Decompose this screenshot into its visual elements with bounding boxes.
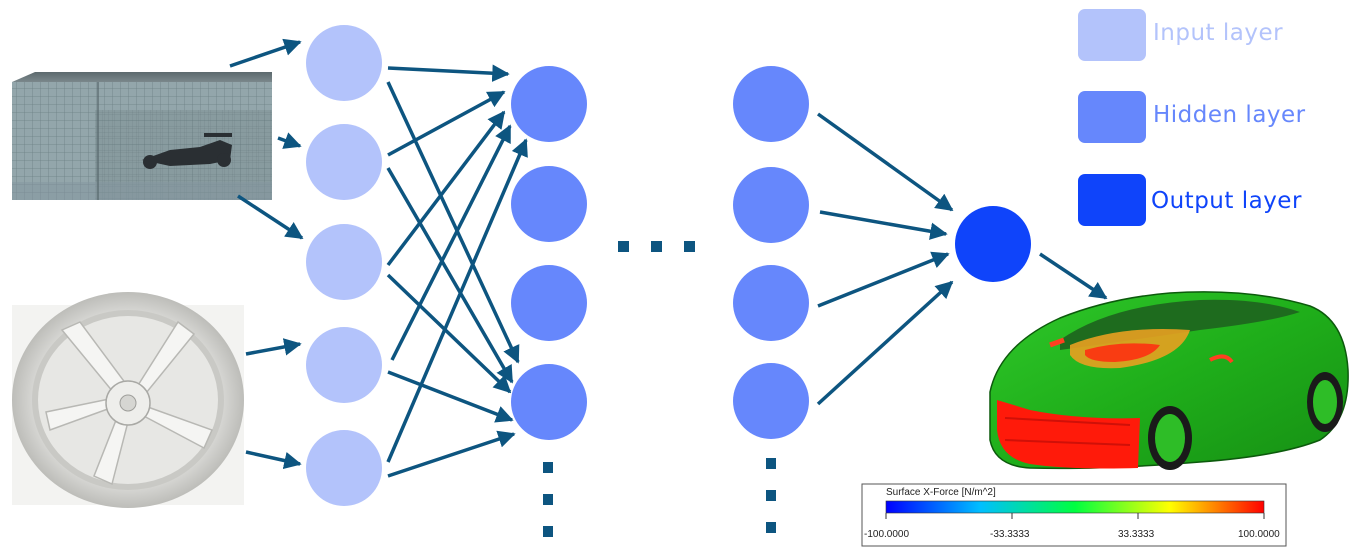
wheel-spokes: [45, 320, 214, 486]
colorbar-tick: 100.0000: [1238, 529, 1280, 540]
legend-label-output: Output layer: [1151, 188, 1302, 214]
input-node: [306, 430, 382, 506]
race-car-model: [142, 133, 232, 169]
input-node: [306, 224, 382, 300]
wheel-image: [12, 292, 244, 508]
colorbar-gradient: [885, 500, 1265, 514]
horizontal-ellipsis: [618, 241, 695, 252]
legend-swatch-hidden: [1078, 91, 1146, 143]
hidden-node: [733, 66, 809, 142]
colorbar: [861, 483, 1287, 547]
legend-swatch-output: [1078, 174, 1146, 226]
input-node: [306, 25, 382, 101]
colorbar-title: Surface X-Force [N/m^2]: [886, 487, 996, 498]
input-node: [306, 124, 382, 200]
vertical-ellipsis-right: [766, 458, 776, 533]
output-node: [955, 206, 1031, 282]
image-to-input-arrows: [229, 38, 304, 470]
hidden-node: [511, 364, 587, 440]
wind-tunnel-mesh-image: [12, 72, 272, 200]
output-to-car-arrow: [1039, 252, 1108, 300]
legend-label-hidden: Hidden layer: [1153, 102, 1306, 128]
vertical-ellipsis-left: [543, 462, 553, 537]
colorbar-tick: 33.3333: [1118, 529, 1155, 540]
legend-swatch-input: [1078, 9, 1146, 61]
hidden-to-output-arrows: [816, 112, 954, 406]
hidden-node: [733, 265, 809, 341]
hidden-node: [733, 363, 809, 439]
input-to-hidden-arrows: [386, 64, 528, 478]
legend-label-input: Input layer: [1153, 20, 1284, 46]
colorbar-tick: -33.3333: [990, 529, 1030, 540]
hidden-layer-n-nodes: [733, 66, 809, 439]
hidden-node: [733, 167, 809, 243]
hidden-node: [511, 265, 587, 341]
hidden-node: [511, 66, 587, 142]
hidden-layer-1-nodes: [511, 66, 587, 440]
input-layer-nodes: [306, 25, 382, 506]
car-surface-force-image: [989, 291, 1349, 470]
hidden-node: [511, 166, 587, 242]
input-node: [306, 327, 382, 403]
colorbar-tick: -100.0000: [864, 529, 910, 540]
